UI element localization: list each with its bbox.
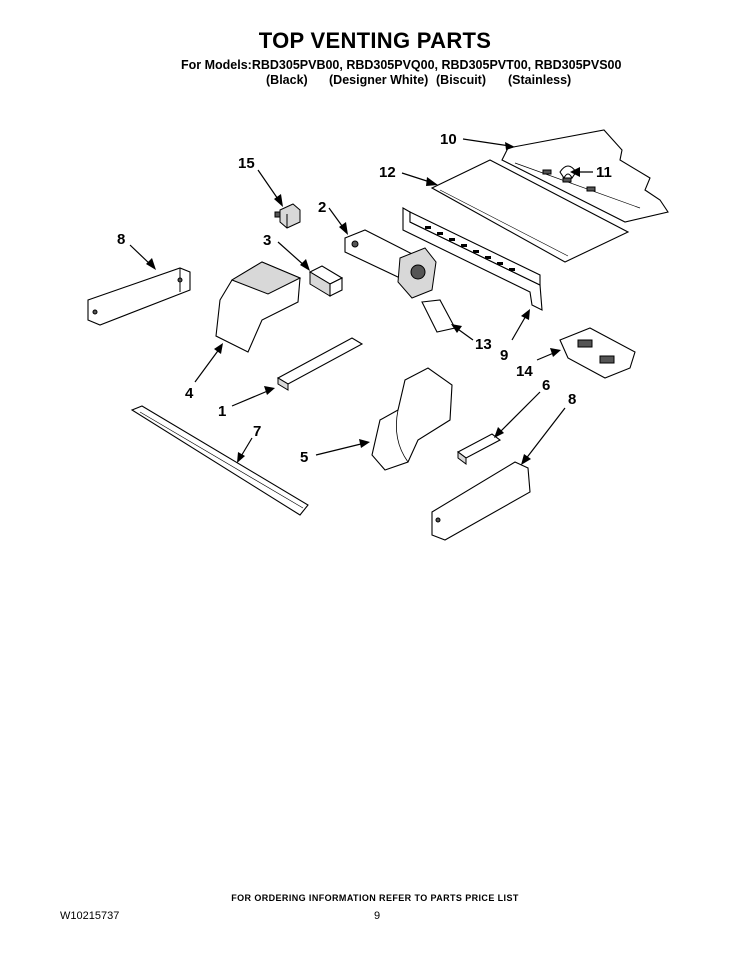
- callout-7: 7: [253, 423, 261, 440]
- part-12-vent-plate: [430, 159, 630, 263]
- color-black: (Black): [266, 73, 308, 87]
- callout-12: 12: [379, 164, 396, 181]
- callout-2: 2: [318, 199, 326, 216]
- part-11-clip: [559, 165, 577, 180]
- part-5-duct-shell: [371, 367, 453, 471]
- part-3-block: [308, 265, 344, 297]
- callout-9: 9: [500, 347, 508, 364]
- part-15-terminal-block: [274, 203, 301, 229]
- color-stainless: (Stainless): [508, 73, 572, 87]
- callout-8-lower: 8: [568, 391, 576, 408]
- part-7-rail: [130, 405, 309, 516]
- callout-14: 14: [516, 363, 533, 380]
- color-biscuit: (Biscuit): [436, 73, 486, 87]
- callout-5: 5: [300, 449, 308, 466]
- callout-10: 10: [440, 131, 457, 148]
- model-list: For Models:RBD305PVB00, RBD305PVQ00, RBD…: [181, 58, 622, 72]
- part-13-gasket: [421, 299, 456, 333]
- callout-4: 4: [185, 385, 194, 402]
- callout-13: 13: [475, 336, 492, 353]
- part-9-channel: [402, 207, 543, 311]
- ordering-note: FOR ORDERING INFORMATION REFER TO PARTS …: [231, 893, 519, 903]
- page-title: TOP VENTING PARTS: [258, 28, 492, 53]
- part-6-terminal-strip: [456, 433, 502, 465]
- leader-lines: [129, 138, 593, 465]
- callout-15: 15: [238, 155, 255, 172]
- part-4-duct: [215, 261, 302, 353]
- callout-8-upper: 8: [117, 231, 125, 248]
- document-number: W10215737: [60, 910, 120, 922]
- callout-3: 3: [263, 232, 271, 249]
- part-8-bracket-right: [431, 461, 531, 541]
- part-2-motor-assembly: [344, 229, 437, 299]
- part-8-bracket-left: [87, 267, 191, 326]
- callout-11: 11: [596, 164, 612, 181]
- part-14-bracket: [559, 327, 636, 379]
- part-10-top-panel: [501, 129, 669, 223]
- page-number: 9: [374, 910, 381, 922]
- color-designer-white: (Designer White): [329, 73, 429, 87]
- callout-6: 6: [542, 377, 550, 394]
- callout-1: 1: [218, 403, 226, 420]
- part-1-channel: [276, 337, 364, 391]
